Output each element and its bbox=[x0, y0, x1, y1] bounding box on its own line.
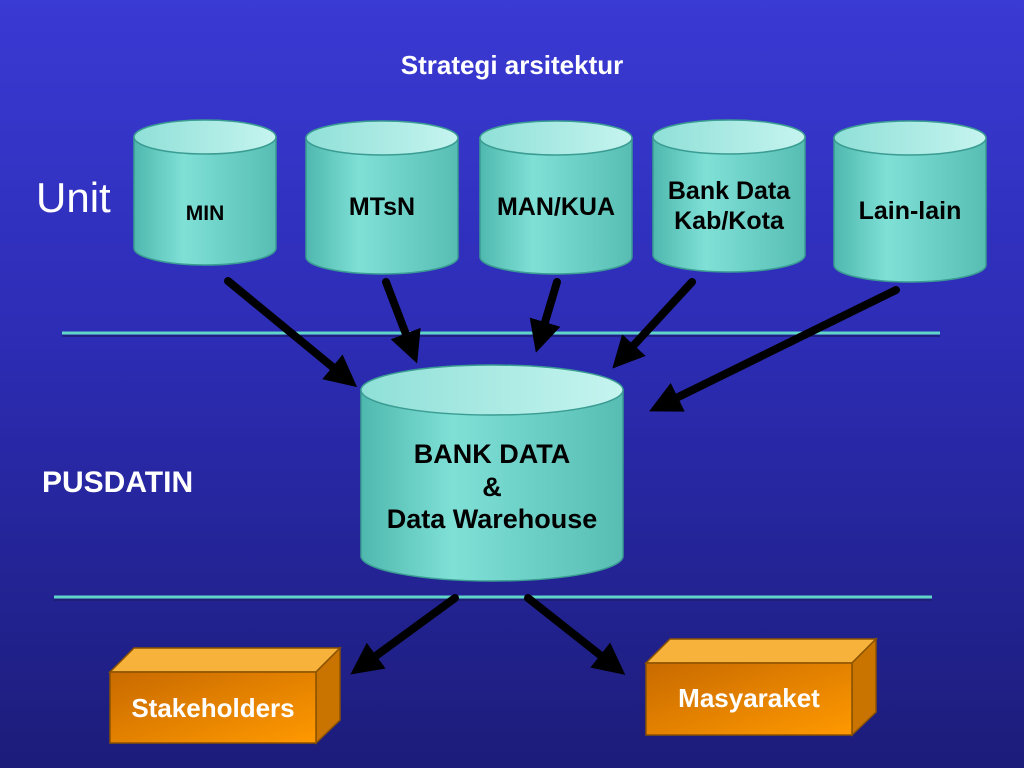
unit-label-man-kua: MAN/KUA bbox=[476, 190, 636, 224]
arrow-bank-data-to-masyaraket bbox=[524, 594, 626, 675]
arrow-lain-lain-to-bank-data bbox=[649, 286, 900, 412]
unit-label-mtsn: MTsN bbox=[306, 190, 458, 224]
arrow-mtsn-to-bank-data bbox=[382, 278, 421, 364]
unit-cylinder-min bbox=[133, 119, 277, 266]
unit-label-min: MIN bbox=[134, 198, 276, 230]
arrow-min-to-bank-data bbox=[224, 277, 358, 388]
unit-label-line: Kab/Kota bbox=[674, 207, 784, 235]
separator-line-bottom bbox=[54, 595, 932, 601]
masyaraket-box bbox=[644, 637, 878, 737]
stakeholders-box bbox=[108, 646, 342, 745]
stakeholders-label: Stakeholders bbox=[131, 692, 295, 723]
pusdatin-label: PUSDATIN bbox=[42, 466, 194, 499]
unit-label-bank-data-kab-kota: Bank Data Kab/Kota bbox=[646, 172, 812, 240]
unit-label-line: MAN/KUA bbox=[496, 193, 616, 221]
unit-label-line: Bank Data bbox=[667, 177, 791, 205]
unit-cylinder-lain-lain bbox=[833, 120, 987, 283]
unit-cylinder-mtsn bbox=[305, 120, 459, 275]
central-cylinder-bank-data bbox=[360, 364, 624, 582]
arrow-bank-data-to-stakeholders bbox=[350, 594, 459, 675]
unit-label: Unit bbox=[36, 174, 111, 221]
unit-label-line: MIN bbox=[185, 202, 225, 226]
arrow-bank-data-kab-kota-to-bank-data bbox=[612, 278, 696, 369]
central-label-line: BANK DATA bbox=[413, 439, 571, 470]
unit-label-line: Lain-lain bbox=[858, 197, 962, 225]
arrow-man-kua-to-bank-data bbox=[529, 278, 561, 353]
unit-cylinder-man-kua bbox=[479, 120, 633, 275]
masyaraket-label: Masyaraket bbox=[678, 682, 820, 713]
slide-title: Strategi arsitektur bbox=[400, 50, 624, 80]
central-label-line: Data Warehouse bbox=[386, 504, 598, 535]
central-label: BANK DATA & Data Warehouse bbox=[361, 434, 623, 540]
unit-label-lain-lain: Lain-lain bbox=[834, 194, 986, 228]
unit-label-line: MTsN bbox=[348, 193, 416, 221]
central-label-line: & bbox=[482, 471, 502, 502]
unit-cylinder-bank-data-kab-kota bbox=[652, 119, 806, 273]
